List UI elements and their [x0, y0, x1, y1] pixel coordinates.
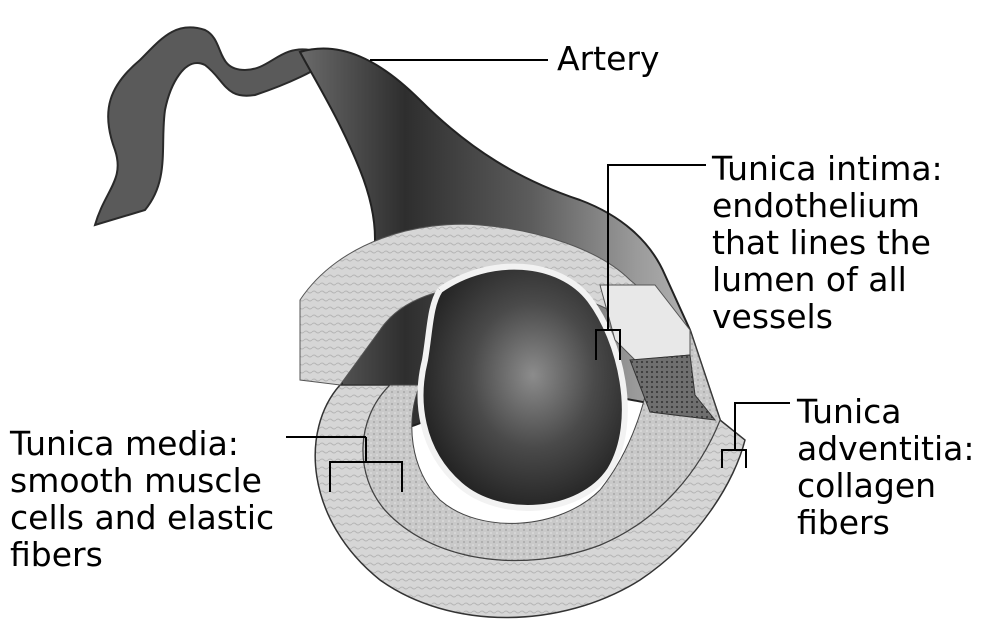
tunica-intima-line-3: that lines the — [712, 224, 943, 261]
tunica-intima-line-5: vessels — [712, 298, 943, 335]
tunica-intima-line-2: endothelium — [712, 187, 943, 224]
tunica-media-line-2: smooth muscle — [10, 462, 274, 499]
tunica-intima-label: Tunica intima: endothelium that lines th… — [712, 150, 943, 335]
artery-tail — [95, 27, 335, 225]
tunica-intima-line-1: Tunica intima: — [712, 150, 943, 187]
artery-label-text: Artery — [557, 40, 659, 77]
tunica-adventitia-label: Tunica adventitia: collagen fibers — [797, 393, 974, 541]
tunica-intima-line-4: lumen of all — [712, 261, 943, 298]
tunica-adventitia-line-4: fibers — [797, 504, 974, 541]
tunica-adventitia-line-3: collagen — [797, 467, 974, 504]
tunica-adventitia-line-1: Tunica — [797, 393, 974, 430]
tunica-media-line-3: cells and elastic — [10, 499, 274, 536]
tunica-adventitia-line-2: adventitia: — [797, 430, 974, 467]
tunica-media-line-1: Tunica media: — [10, 425, 274, 462]
tunica-media-label: Tunica media: smooth muscle cells and el… — [10, 425, 274, 573]
artery-label: Artery — [557, 40, 659, 77]
tunica-media-line-4: fibers — [10, 536, 274, 573]
